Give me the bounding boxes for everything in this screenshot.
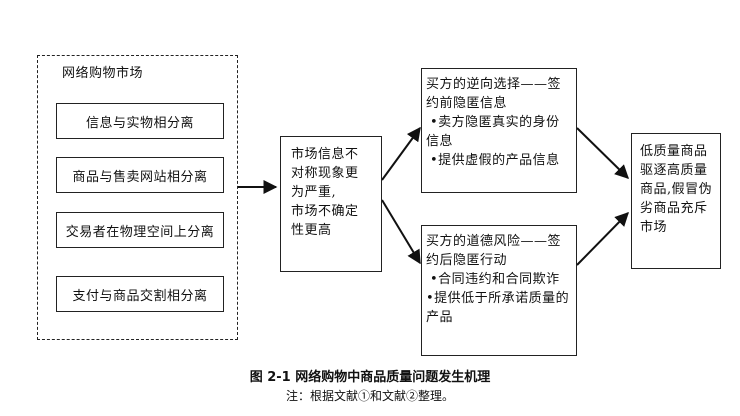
info-asymmetry-line: 性更高 (291, 223, 332, 238)
factor-info-item-separation: 信息与实物相分离 (56, 103, 224, 139)
info-asymmetry-box: 市场信息不 对称现象更 为严重, 市场不确定 性更高 (280, 136, 382, 272)
info-asymmetry-line: 市场不确定 (291, 204, 359, 219)
adverse-selection-line: 信息 (426, 134, 454, 149)
factor-label: 商品与售卖网站相分离 (72, 169, 208, 185)
info-asymmetry-line: 为严重, (291, 185, 337, 200)
adverse-selection-box: 买方的逆向选择——签 约前隐匿信息 •卖方隐匿真实的身份 信息 •提供虚假的产品… (421, 68, 577, 193)
result-line: 低质量商品 (640, 144, 708, 159)
arrow-middle-to-adverse (381, 126, 421, 181)
moral-hazard-box: 买方的道德风险——签 约后隐匿行动 •合同违约和合同欺诈 •提供低于所承诺质量的… (421, 225, 577, 356)
factor-payment-delivery-separation: 支付与商品交割相分离 (56, 276, 224, 312)
moral-hazard-line: 约后隐匿行动 (426, 253, 508, 268)
adverse-selection-line: •卖方隐匿真实的身份 (430, 115, 560, 130)
result-box: 低质量商品 驱逐高质量 商品,假冒伪 劣商品充斥 市场 (631, 133, 721, 269)
result-line: 市场 (640, 220, 668, 235)
figure-caption: 图 2-1 网络购物中商品质量问题发生机理 (249, 370, 491, 385)
info-asymmetry-line: 对称现象更 (291, 166, 359, 181)
factor-label: 信息与实物相分离 (85, 115, 194, 131)
moral-hazard-line: 买方的道德风险——签 (426, 234, 562, 249)
result-line: 商品,假冒伪 (640, 182, 713, 197)
arrow-middle-to-moral (381, 199, 421, 265)
figure-note: 注：根据文献①和文献②整理。 (285, 389, 454, 403)
moral-hazard-line: 产品 (426, 310, 454, 325)
market-box-title: 网络购物市场 (62, 66, 144, 81)
adverse-selection-line: 买方的逆向选择——签 (426, 77, 562, 92)
factor-label: 支付与商品交割相分离 (72, 288, 208, 304)
moral-hazard-line: •合同违约和合同欺诈 (430, 272, 560, 287)
factor-goods-site-separation: 商品与售卖网站相分离 (56, 157, 224, 193)
factor-label: 交易者在物理空间上分离 (65, 224, 215, 240)
adverse-selection-line: •提供虚假的产品信息 (430, 153, 560, 168)
result-line: 驱逐高质量 (640, 163, 708, 178)
factor-trader-space-separation: 交易者在物理空间上分离 (56, 212, 224, 248)
arrow-adverse-to-result (576, 127, 629, 179)
adverse-selection-line: 约前隐匿信息 (426, 96, 508, 111)
arrow-moral-to-result (576, 212, 629, 266)
info-asymmetry-line: 市场信息不 (291, 147, 359, 162)
moral-hazard-line: •提供低于所承诺质量的 (426, 291, 570, 306)
result-line: 劣商品充斥 (640, 201, 708, 216)
